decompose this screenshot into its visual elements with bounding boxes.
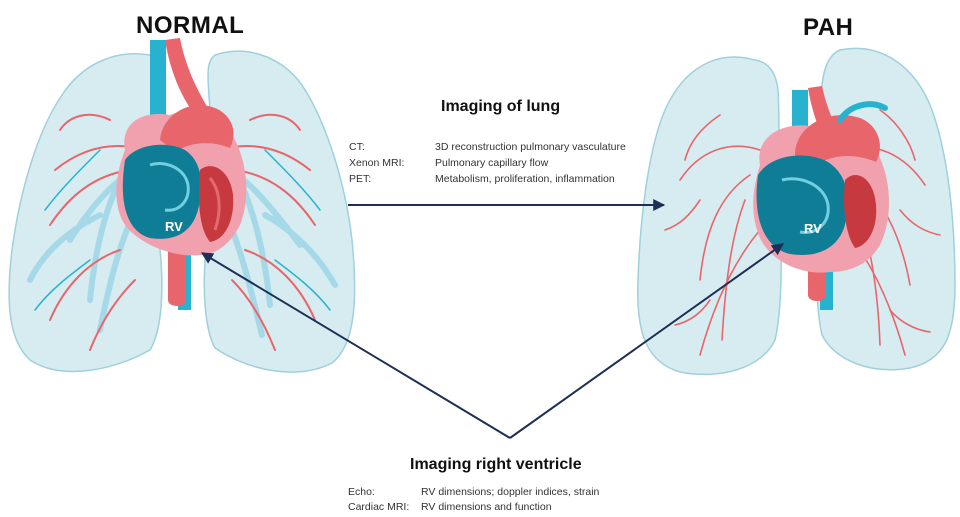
rv-row-label: Cardiac MRI: bbox=[348, 501, 421, 513]
lung-imaging-row: PET:Metabolism, proliferation, inflammat… bbox=[349, 173, 615, 185]
rv-imaging-title: Imaging right ventricle bbox=[410, 456, 582, 474]
lung-row-text: Metabolism, proliferation, inflammation bbox=[435, 173, 615, 185]
normal-rv-label: RV bbox=[165, 219, 183, 234]
normal-aorta bbox=[165, 38, 208, 115]
lung-row-text: Pulmonary capillary flow bbox=[435, 157, 548, 169]
lung-imaging-row: CT:3D reconstruction pulmonary vasculatu… bbox=[349, 141, 626, 153]
normal-title: NORMAL bbox=[136, 12, 244, 40]
rv-row-text: RV dimensions; doppler indices, strain bbox=[421, 486, 599, 498]
rv-imaging-row: Echo:RV dimensions; doppler indices, str… bbox=[348, 486, 599, 498]
lung-row-label: PET: bbox=[349, 173, 435, 185]
lung-row-label: CT: bbox=[349, 141, 435, 153]
pah-rv-label: RV bbox=[804, 221, 822, 236]
lung-row-text: 3D reconstruction pulmonary vasculature bbox=[435, 141, 626, 153]
rv-row-label: Echo: bbox=[348, 486, 421, 498]
lung-imaging-row: Xenon MRI:Pulmonary capillary flow bbox=[349, 157, 548, 169]
normal-illustration bbox=[9, 38, 355, 372]
rv-row-text: RV dimensions and function bbox=[421, 501, 552, 513]
lung-imaging-title: Imaging of lung bbox=[441, 98, 560, 116]
pah-illustration bbox=[638, 48, 955, 374]
rv-imaging-row: Cardiac MRI:RV dimensions and function bbox=[348, 501, 552, 513]
pah-right-ventricle bbox=[757, 156, 848, 255]
lung-row-label: Xenon MRI: bbox=[349, 157, 435, 169]
pah-title: PAH bbox=[803, 14, 853, 42]
normal-svc bbox=[150, 40, 166, 120]
